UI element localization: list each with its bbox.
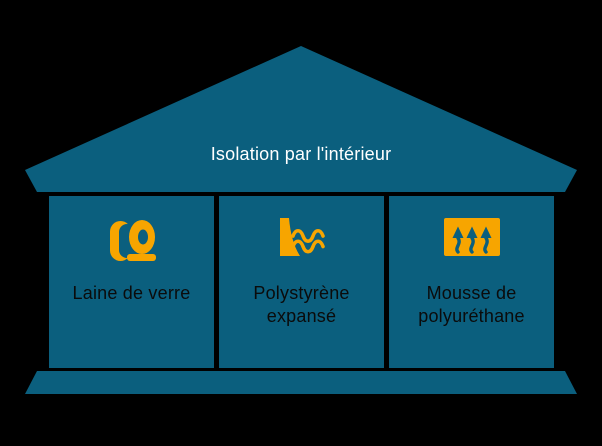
barrier-and-waves-icon: [279, 218, 325, 256]
column-label: Laine de verre: [72, 283, 191, 303]
house-base-shape: [25, 371, 577, 394]
column-label: Mousse de polyuréthane: [418, 283, 525, 326]
icon-box: [278, 211, 326, 263]
icon-box: [443, 211, 500, 263]
roof-shape: [25, 46, 577, 192]
house-walls: Laine de verre Polystyrène expansé: [49, 196, 554, 368]
icon-box: [105, 211, 159, 263]
column-laine-de-verre: Laine de verre: [49, 196, 214, 368]
expanding-foam-arrows-icon: [443, 217, 500, 256]
roof-title: Isolation par l'intérieur: [210, 144, 392, 164]
insulation-roll-icon: [109, 220, 156, 261]
column-label: Polystyrène expansé: [253, 283, 350, 326]
column-mousse-de-polyurethane: Mousse de polyuréthane: [389, 196, 554, 368]
column-polystyrene-expanse: Polystyrène expansé: [219, 196, 384, 368]
